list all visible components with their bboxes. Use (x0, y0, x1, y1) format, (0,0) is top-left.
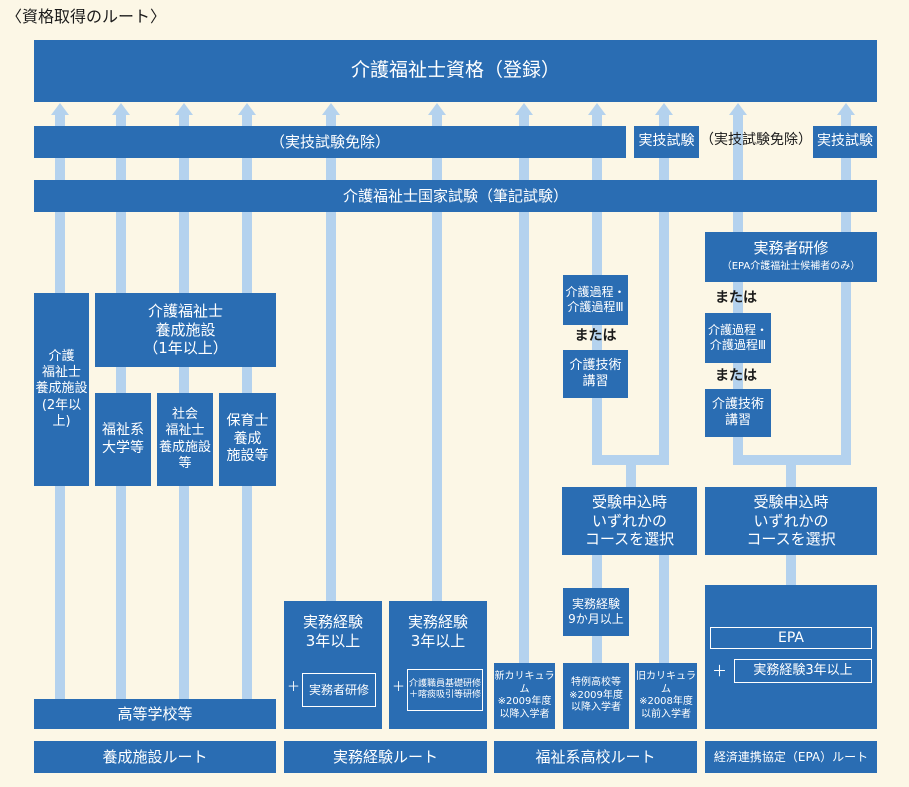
facility-2yr-box: 介護 福祉士 養成施設 (2年以上) (34, 293, 89, 486)
epa-inner-box: EPA (710, 627, 872, 649)
arrow-line (326, 115, 336, 605)
plus-sign: ＋ (712, 662, 728, 680)
arrow-head (51, 103, 69, 115)
arrow-line (733, 115, 743, 460)
special-hs-box: 特例高校等 ※2009年度 以降入学者 (563, 663, 629, 729)
arrow-head (112, 103, 130, 115)
arrow-head (729, 103, 747, 115)
epa-experience-box: EPA ＋ 実務経験3年以上 (705, 585, 877, 729)
facility-1yr-box: 介護福祉士 養成施設 （1年以上） (95, 293, 276, 367)
plus-sign: ＋ (392, 680, 406, 695)
trainee-note-label: （EPA介護福祉士候補者のみ） (721, 261, 861, 272)
experience-3yr-inner: 実務経験3年以上 (734, 659, 872, 683)
basic-training-inner: 介護職員基礎研修 ＋喀痰吸引等研修 (407, 669, 483, 711)
exemption-bar: （実技試験免除） (34, 126, 626, 158)
experience-route-footer: 実務経験ルート (284, 741, 487, 773)
or-label: または (715, 290, 757, 306)
old-curriculum-box: 旧カリキュラム ※2008年度 以前入学者 (635, 663, 697, 729)
arrow-line (519, 115, 529, 665)
arrow-head (175, 103, 193, 115)
arrow-head (515, 103, 533, 115)
epa-route-footer: 経済連携協定（EPA）ルート (705, 741, 877, 773)
arrow-line (432, 115, 442, 605)
welfare-univ-box: 福祉系 大学等 (95, 393, 151, 486)
trainee-training-box: 実務者研修 （EPA介護福祉士候補者のみ） (705, 232, 877, 282)
practical-exam-box: 実技試験 (813, 126, 877, 158)
new-curriculum-box: 新カリキュラム ※2009年度 以降入学者 (494, 663, 555, 729)
or-label: または (574, 328, 617, 344)
course-process-box: 介護過程・ 介護過程Ⅲ (563, 275, 628, 325)
course-process-box: 介護過程・ 介護過程Ⅲ (705, 313, 771, 363)
arrow-head (837, 103, 855, 115)
experience-box-1: 実務経験 3年以上 ＋ 実務者研修 (284, 601, 382, 729)
experience-box-2: 実務経験 3年以上 ＋ 介護職員基礎研修 ＋喀痰吸引等研修 (389, 601, 487, 729)
social-welfare-facility-box: 社会 福祉士 養成施設 等 (157, 393, 213, 486)
connector-line (786, 555, 796, 595)
arrow-head (655, 103, 673, 115)
training-route-footer: 養成施設ルート (34, 741, 276, 773)
tech-course-box: 介護技術 講習 (563, 350, 628, 398)
connector-line (786, 455, 796, 495)
trainee-training-label: 実務者研修 (753, 239, 829, 257)
plus-sign: ＋ (287, 680, 301, 695)
experience-3yr-label: 実務経験 3年以上 (302, 613, 363, 650)
arrow-head (428, 103, 446, 115)
arrow-head (238, 103, 256, 115)
exemption-label: （実技試験免除） (700, 132, 812, 148)
arrow-line (659, 115, 669, 460)
course-select-box: 受験申込時 いずれかの コースを選択 (705, 487, 877, 555)
childcare-facility-box: 保育士 養成 施設等 (219, 393, 276, 486)
or-label: または (715, 368, 757, 384)
arrow-line (841, 115, 851, 460)
experience-9mo-box: 実務経験 9か月以上 (563, 588, 629, 636)
arrow-head (588, 103, 606, 115)
high-school-box: 高等学校等 (34, 699, 276, 729)
tech-course-box: 介護技術 講習 (705, 389, 771, 437)
certification-box: 介護福祉士資格（登録） (34, 40, 877, 102)
practical-exam-box: 実技試験 (634, 126, 699, 158)
national-exam-bar: 介護福祉士国家試験（筆記試験） (34, 180, 877, 212)
experience-3yr-label: 実務経験 3年以上 (407, 613, 468, 650)
connector-line (659, 555, 669, 665)
course-select-box: 受験申込時 いずれかの コースを選択 (562, 487, 697, 555)
connector-line (626, 455, 636, 495)
arrow-head (322, 103, 340, 115)
page-title: 〈資格取得のルート〉 (6, 7, 167, 26)
trainee-training-inner: 実務者研修 (302, 673, 376, 707)
welfare-hs-route-footer: 福祉系高校ルート (494, 741, 697, 773)
